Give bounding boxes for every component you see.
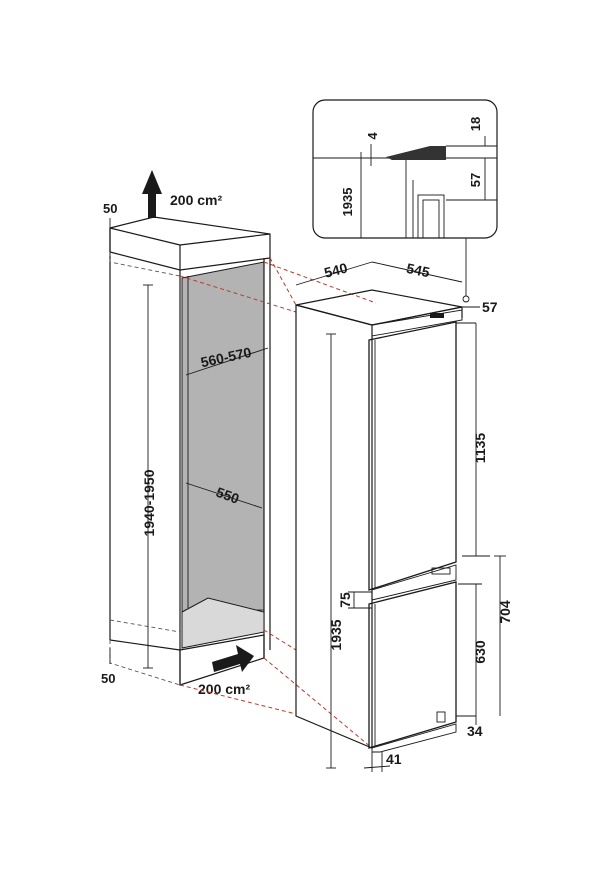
appliance-dimensions: 540 545 57 1935 1135 704 630 75 34 <box>295 260 513 772</box>
bottom-gap-label: 50 <box>101 671 115 686</box>
detail-57-label: 57 <box>468 173 483 187</box>
detail-height-label: 1935 <box>340 188 355 217</box>
upper-door-label: 1135 <box>472 433 488 464</box>
bottom-vent-label: 200 cm² <box>198 681 250 697</box>
detail-inset: 1935 4 18 57 <box>312 99 498 303</box>
niche-height-label: 1940-1950 <box>141 469 157 536</box>
detail-18-label: 18 <box>468 117 483 131</box>
appliance-depth-label: 540 <box>323 260 350 281</box>
lower-door-total-label: 704 <box>497 600 513 624</box>
appliance-height-label: 1935 <box>328 619 344 650</box>
top-offset-label: 57 <box>482 299 498 315</box>
plinth-bottom-label: 41 <box>386 751 402 767</box>
appliance-width-label: 545 <box>405 260 431 281</box>
top-gap-label: 50 <box>103 201 117 216</box>
appliance <box>295 289 476 753</box>
top-vent-label: 200 cm² <box>170 192 222 208</box>
up-arrow-icon <box>142 170 162 194</box>
detail-4-label: 4 <box>365 132 380 140</box>
top-vent-arrow-shaft <box>148 192 156 218</box>
alignment-guides <box>179 257 377 749</box>
niche-cabinet <box>109 216 271 686</box>
niche-depth-label: 550 <box>214 484 242 507</box>
lower-door-label: 630 <box>472 640 488 664</box>
left-arrow-icon <box>212 645 254 672</box>
plinth-right-label: 34 <box>467 723 483 739</box>
top-vent: 200 cm² <box>142 170 222 218</box>
bottom-vent: 200 cm² <box>198 645 254 697</box>
door-gap-label: 75 <box>337 592 353 608</box>
